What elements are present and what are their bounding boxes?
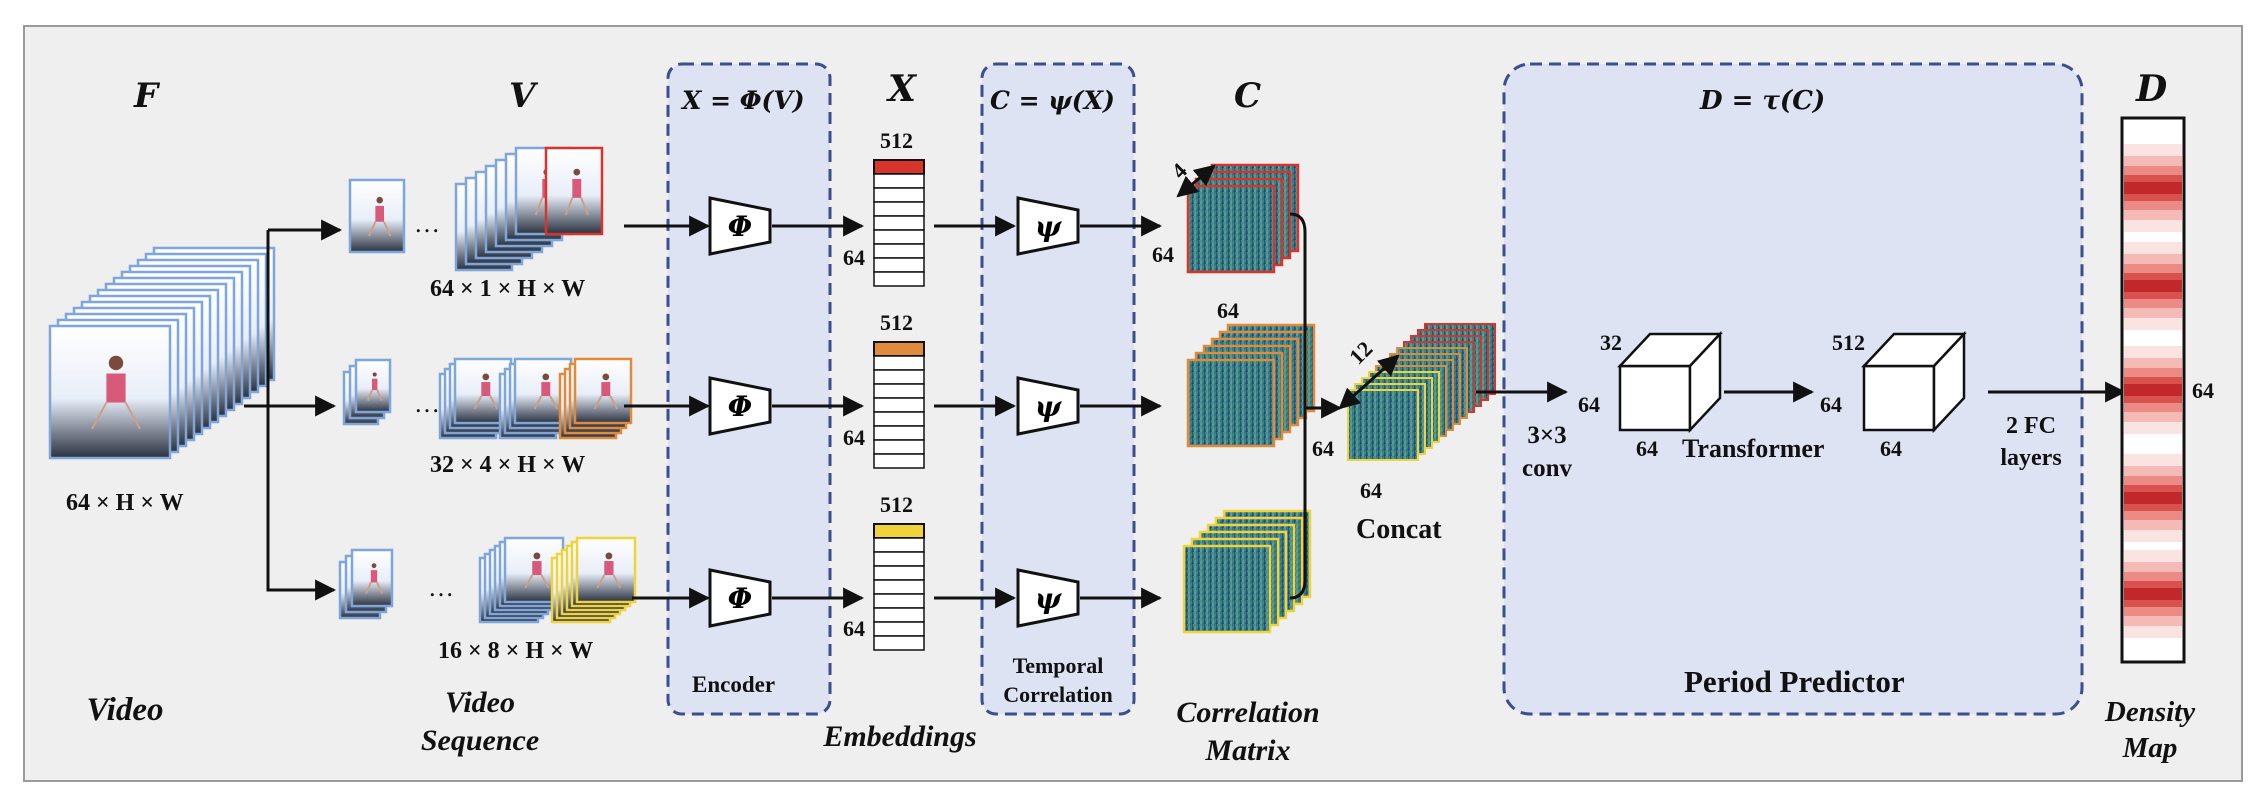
psi-symbol: ψ: [1035, 582, 1063, 615]
symbol-f: F: [134, 76, 159, 116]
ellipsis-glyph: …: [414, 389, 440, 418]
concat-cols: 64: [1360, 478, 1382, 503]
emb2-len: 64: [843, 425, 865, 450]
cube2-cols: 64: [1880, 436, 1902, 461]
symbol-v: V: [509, 76, 536, 116]
concat-rows: 64: [1312, 436, 1334, 461]
sequence-frame: [350, 548, 394, 608]
ellipsis-glyph: …: [428, 573, 454, 602]
predictor-equation: D = τ(C): [1700, 86, 1826, 116]
seq1-dims: 64 × 1 × H × W: [430, 276, 586, 302]
correlation-psi-block: ψ: [1016, 568, 1080, 628]
density-band: [2124, 182, 2182, 194]
encoder-phi-block: Φ: [708, 376, 772, 436]
concat-bracket: [1289, 212, 1343, 600]
cube1-cols: 64: [1636, 436, 1658, 461]
cube1-rows: 64: [1578, 392, 1600, 417]
encoder-phi-block: Φ: [708, 568, 772, 628]
sequence-frame: [348, 178, 406, 254]
density-band: [2124, 384, 2182, 396]
conv-output-cube: [1617, 330, 1723, 434]
density-band: [2124, 588, 2182, 600]
correlation-matrix-stack: [1186, 163, 1300, 274]
phi-symbol: Φ: [728, 390, 752, 423]
transformer-label: Transformer: [1682, 434, 1825, 463]
density-map-bar: [2120, 116, 2186, 664]
encoder-equation: X = Φ(V): [682, 86, 805, 115]
cube2-rows: 64: [1820, 392, 1842, 417]
fc-label: 2 FC layers: [2000, 413, 2062, 472]
encoder-label: Encoder: [692, 672, 776, 697]
cube2-depth: 512: [1832, 330, 1865, 355]
concat-label: Concat: [1356, 514, 1442, 545]
sequence-frame: [354, 358, 392, 414]
concat-slice: [1347, 389, 1419, 461]
embedding-vector: [873, 523, 925, 651]
emb3-len: 64: [843, 616, 865, 641]
density-band: [2124, 280, 2182, 292]
selected-frame: [575, 536, 637, 604]
branch-arrows: [244, 219, 343, 601]
transformer-output-cube: [1861, 330, 1967, 434]
correlation-psi-block: ψ: [1016, 196, 1080, 256]
concat-matrix-stack: [1338, 323, 1496, 461]
cube1-depth: 32: [1600, 330, 1622, 355]
correlation-psi-block: ψ: [1016, 376, 1080, 436]
symbol-c: C: [1234, 76, 1262, 116]
selected-frame: [544, 146, 604, 236]
ellipsis-glyph: …: [414, 209, 440, 238]
video-dims: 64 × H × W: [66, 490, 184, 516]
depth-arrow: [1176, 164, 1216, 198]
caption-video-sequence: Video Sequence: [420, 686, 540, 757]
selected-frame: [573, 357, 633, 425]
video-sequence-rows: … … …: [338, 146, 637, 624]
caption-embeddings: Embeddings: [823, 720, 977, 753]
encoder-phi-block: Φ: [708, 196, 772, 256]
temporal-correlation-label: Temporal Correlation: [1003, 653, 1113, 707]
density-band: [2124, 492, 2182, 504]
correlation-equation: C = ψ(X): [990, 86, 1115, 115]
caption-video: Video: [86, 692, 164, 728]
symbol-x: X: [888, 68, 916, 110]
conv-label: 3×3 conv: [1522, 422, 1572, 482]
emb2-width: 512: [880, 310, 913, 335]
depth-arrow: [1338, 354, 1400, 410]
seq2-dims: 32 × 4 × H × W: [430, 452, 586, 478]
emb1-len: 64: [843, 245, 865, 270]
video-frame: [48, 324, 172, 460]
symbol-d: D: [2136, 68, 2168, 110]
embedding-vector: [873, 159, 925, 287]
corr-rows: 64: [1152, 242, 1174, 267]
emb3-width: 512: [880, 492, 913, 517]
density-len: 64: [2192, 378, 2214, 403]
correlation-matrix-stack: [1182, 509, 1312, 634]
seq3-dims: 16 × 8 × H × W: [438, 638, 594, 664]
psi-symbol: ψ: [1035, 210, 1063, 243]
video-frame-stack: [48, 246, 276, 460]
emb1-width: 512: [880, 128, 913, 153]
embedding-vector: [873, 341, 925, 469]
period-predictor-label: Period Predictor: [1684, 664, 1905, 699]
psi-symbol: ψ: [1035, 390, 1063, 423]
corr-cols: 64: [1217, 298, 1239, 323]
phi-symbol: Φ: [728, 210, 752, 243]
correlation-matrix-stack: [1186, 323, 1316, 448]
period-predictor-box: [1502, 62, 2084, 716]
caption-correlation-matrix: Correlation Matrix: [1176, 696, 1320, 767]
phi-symbol: Φ: [728, 582, 752, 615]
caption-density-map: Density Map: [2104, 696, 2196, 765]
